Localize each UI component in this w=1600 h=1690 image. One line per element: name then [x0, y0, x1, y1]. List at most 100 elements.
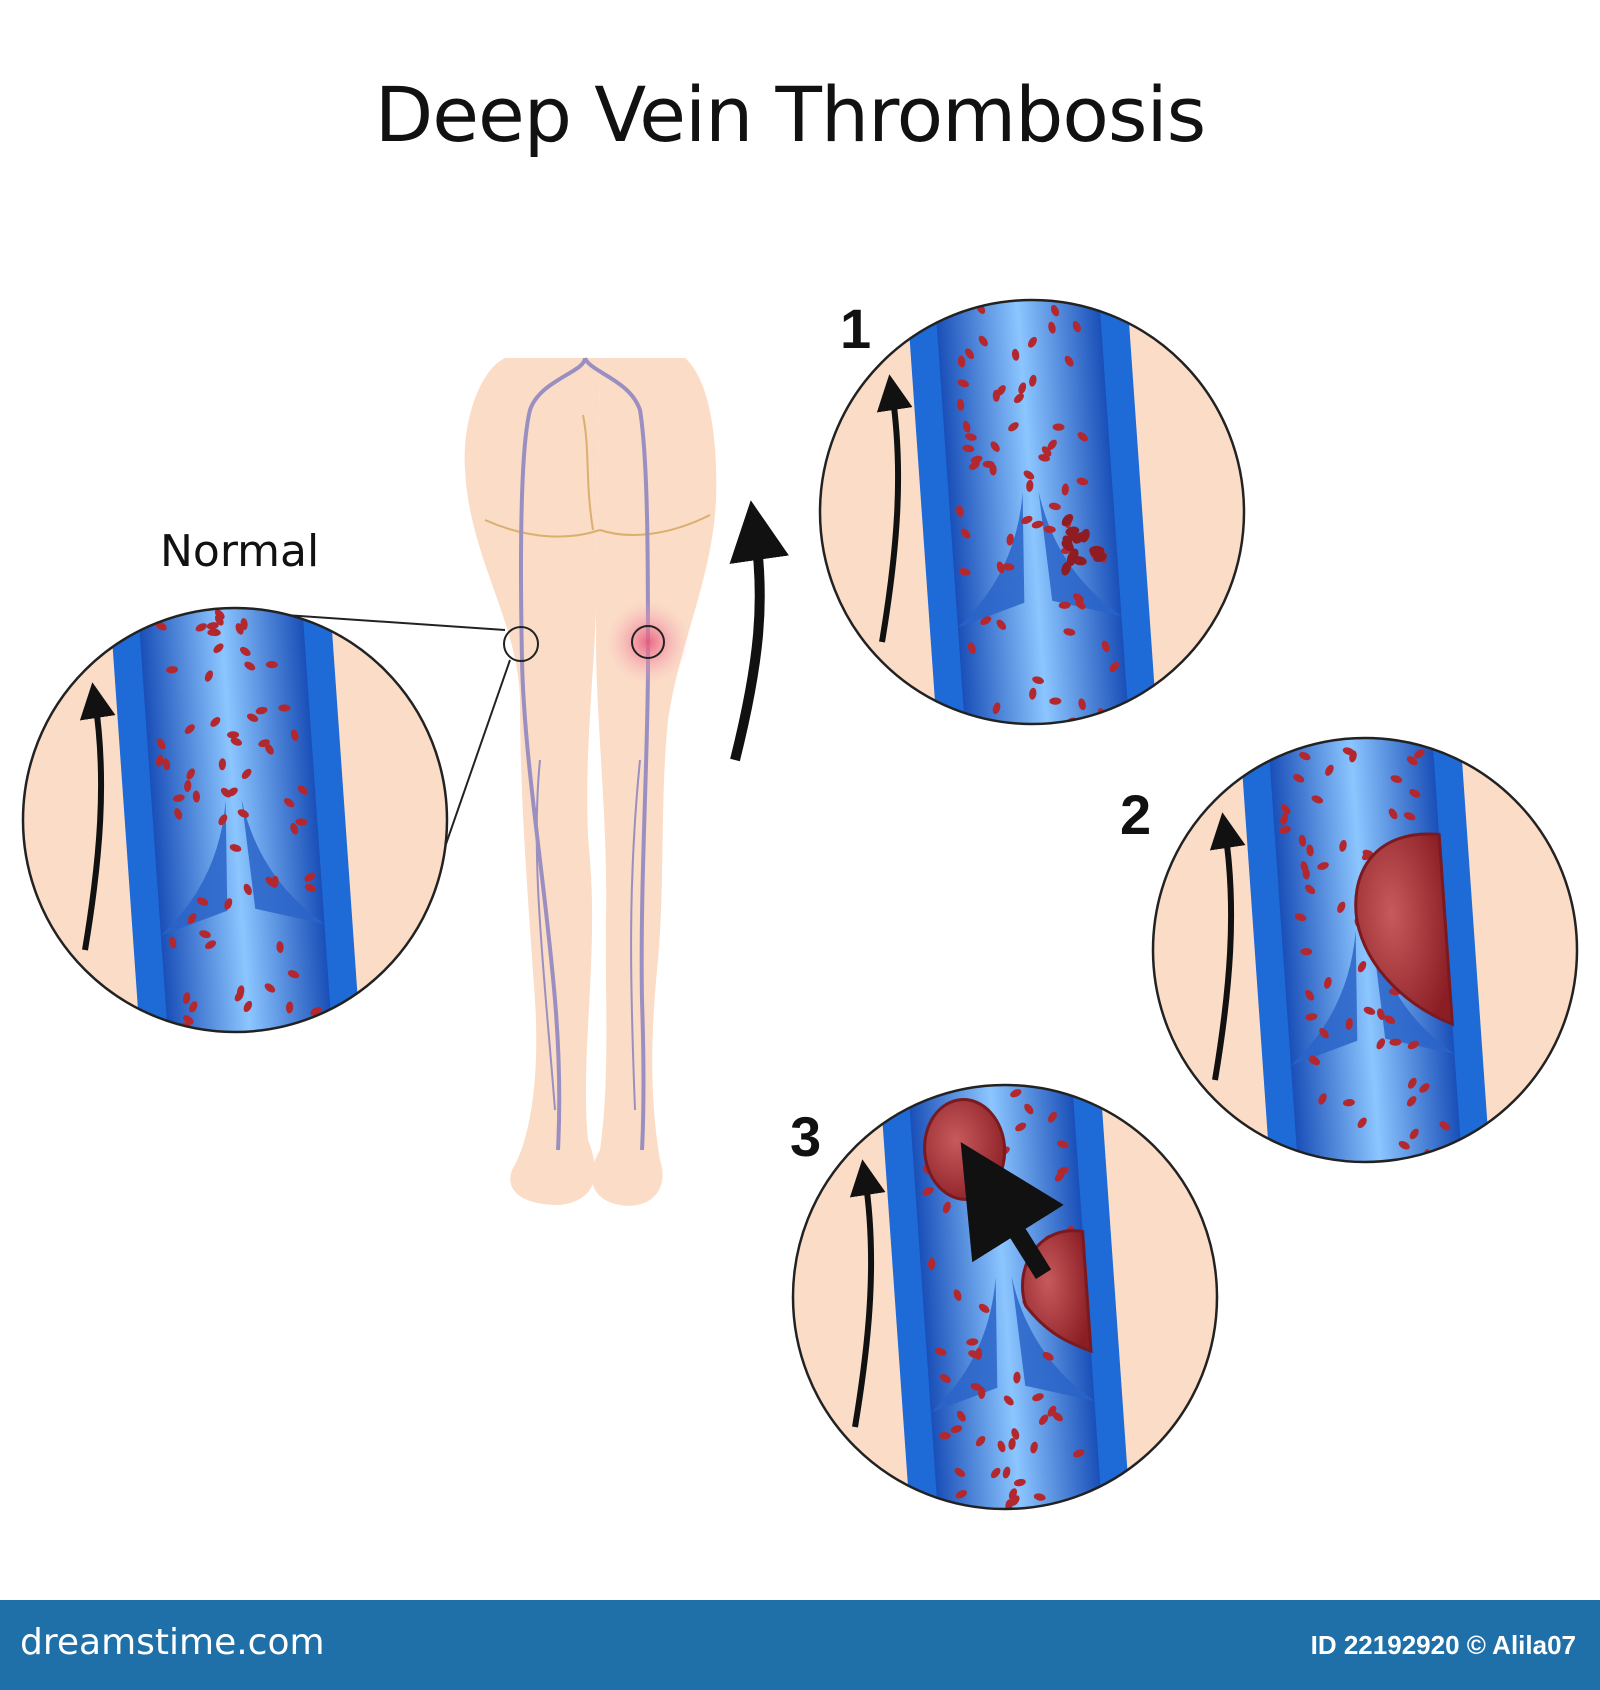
blood-cell — [1058, 601, 1071, 609]
blood-cell — [1406, 756, 1418, 766]
right-vein-branch — [630, 759, 641, 1111]
blood-cell — [1002, 563, 1015, 571]
blood-cell — [954, 1467, 966, 1478]
magnifier-border-stage-3 — [791, 1083, 1219, 1511]
blood-cell — [1357, 961, 1367, 973]
blood-cell — [1409, 789, 1421, 798]
blood-cell — [1345, 1018, 1353, 1030]
valve-flap-left — [160, 800, 228, 936]
blood-cell — [939, 1374, 951, 1383]
blood-cell — [942, 1201, 951, 1214]
vessel-lumen — [933, 300, 1131, 724]
blood-cell — [1064, 355, 1074, 367]
blood-cell — [258, 739, 270, 748]
blood-cell — [996, 619, 1007, 630]
blood-cell — [172, 794, 185, 802]
blood-cell — [1042, 1352, 1054, 1361]
blood-cell — [1050, 304, 1060, 317]
blood-cell — [1419, 1083, 1430, 1093]
blood-cell — [975, 1435, 986, 1447]
blood-cell — [290, 822, 299, 835]
blood-cell — [1298, 834, 1307, 847]
blood-cell — [964, 348, 975, 360]
blood-cell — [184, 724, 195, 734]
vessel — [905, 281, 1159, 739]
page-title: Deep Vein Thrombosis — [374, 70, 1206, 159]
blood-cell — [990, 441, 1000, 452]
blood-cell — [1305, 989, 1315, 1001]
blood-cell — [155, 621, 167, 631]
blood-flow-arrow-icon — [849, 1159, 886, 1428]
blood-cell — [1038, 1414, 1049, 1425]
blood-cell — [970, 1383, 983, 1391]
blood-cell — [1043, 525, 1056, 534]
blood-cell — [964, 433, 977, 441]
blood-cell — [1363, 1006, 1376, 1015]
left-vein-branch — [535, 759, 556, 1111]
blood-cell — [1011, 1428, 1020, 1440]
blood-cell — [1031, 520, 1044, 529]
blood-cell — [204, 670, 213, 682]
blood-cell — [182, 992, 191, 1005]
blood-cell — [1002, 1466, 1011, 1479]
blood-cell — [187, 913, 197, 925]
blood-cell — [978, 1303, 990, 1313]
blood-cell — [1052, 423, 1065, 431]
blood-cell — [1049, 697, 1062, 705]
blood-cell — [922, 1187, 934, 1196]
blood-cell — [284, 798, 295, 808]
blood-cell — [1388, 808, 1398, 820]
blood-cell — [1304, 884, 1316, 895]
blood-cell — [162, 758, 171, 771]
blood-cell — [156, 738, 166, 750]
clot-cell — [1080, 528, 1090, 543]
blood-cell — [195, 623, 207, 632]
right-vein — [583, 356, 651, 1151]
blood-cell — [1028, 336, 1037, 348]
magnified-view-stage-1 — [820, 281, 1244, 739]
blood-cell — [227, 731, 240, 739]
blood-cell — [934, 1347, 947, 1356]
blood-cell — [1380, 722, 1393, 736]
blood-cell — [1342, 747, 1355, 756]
blood-cell — [957, 355, 966, 368]
blood-cell — [1018, 726, 1032, 739]
blood-cell — [210, 717, 221, 727]
blood-cell — [155, 754, 164, 767]
clot-cell — [1061, 561, 1071, 576]
blood-cell — [1078, 698, 1086, 711]
blood-cell — [1403, 812, 1416, 821]
stock-id: ID 22192920 © Alila07 — [1310, 1630, 1576, 1660]
blood-cell — [244, 661, 256, 671]
blood-cell — [968, 1350, 980, 1359]
blood-cell — [1325, 764, 1334, 776]
blood-cell — [243, 1000, 253, 1013]
gluteal-fold — [484, 514, 711, 538]
clot-cell — [1061, 540, 1074, 552]
blood-cell — [992, 702, 1001, 715]
blood-cell — [213, 643, 224, 654]
blood-cell — [1045, 1072, 1059, 1085]
blood-cell — [1317, 862, 1329, 870]
blood-cell — [1300, 948, 1313, 956]
blood-cell — [970, 455, 983, 464]
blood-cell — [990, 1467, 1001, 1479]
blood-cell — [1048, 1111, 1057, 1123]
right-leg — [591, 358, 717, 1206]
blood-cell — [996, 561, 1005, 574]
valve-flap-right — [1038, 491, 1122, 617]
blood-cell — [265, 876, 276, 887]
blood-cell — [1013, 393, 1024, 404]
blood-cell — [997, 1440, 1006, 1453]
blood-cell — [1063, 628, 1076, 636]
blood-cell — [1073, 1449, 1085, 1458]
blood-cell — [1414, 749, 1425, 759]
legs-figure — [464, 356, 717, 1206]
blood-cell — [1377, 1008, 1385, 1021]
label-normal: Normal — [160, 526, 320, 577]
blood-cell — [1052, 1412, 1063, 1422]
blood-cell — [961, 281, 975, 294]
blood-cell — [1323, 977, 1332, 989]
blood-cell — [1309, 1055, 1320, 1066]
blood-cell — [938, 1432, 951, 1440]
